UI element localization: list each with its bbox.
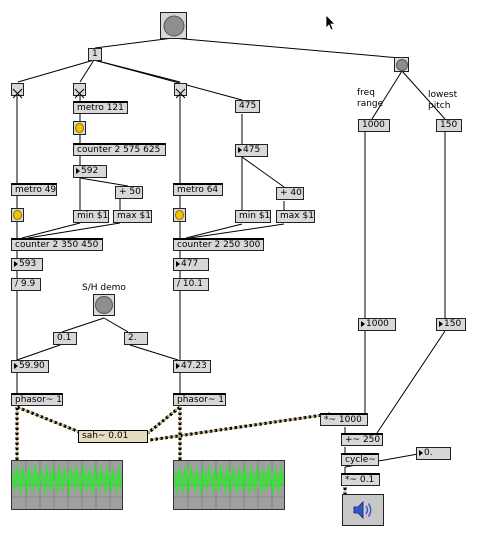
message-1[interactable]: 1 bbox=[88, 48, 102, 61]
number-59-90-value: 59.90 bbox=[19, 361, 45, 371]
scope-right[interactable] bbox=[173, 460, 285, 510]
led-ball bbox=[75, 123, 84, 133]
metro-64[interactable]: metro 64 bbox=[173, 183, 223, 196]
message-475[interactable]: 475 bbox=[235, 100, 260, 113]
number-0-value: 0. bbox=[424, 448, 433, 458]
toggle-left[interactable] bbox=[11, 83, 24, 99]
mul-0-1[interactable]: *~ 0.1 bbox=[341, 473, 380, 486]
max-left[interactable]: max $1 bbox=[113, 210, 152, 223]
phasor-right[interactable]: phasor~ 1 bbox=[173, 393, 226, 406]
number-triangle-icon bbox=[176, 362, 180, 369]
number-593[interactable]: 593 bbox=[11, 258, 43, 271]
number-triangle-icon bbox=[439, 320, 443, 327]
number-triangle-icon bbox=[238, 146, 242, 153]
counter-350[interactable]: counter 2 350 450 bbox=[11, 238, 103, 251]
counter-575[interactable]: counter 2 575 625 bbox=[73, 143, 166, 156]
counter-250[interactable]: counter 2 250 300 bbox=[173, 238, 264, 251]
number-475-value: 475 bbox=[243, 145, 261, 155]
metro-49[interactable]: metro 49 bbox=[11, 183, 57, 196]
number-477[interactable]: 477 bbox=[173, 258, 209, 271]
led-ball bbox=[13, 210, 22, 220]
number-0[interactable]: 0. bbox=[416, 447, 451, 460]
speaker-icon bbox=[343, 495, 383, 525]
plus-250[interactable]: +~ 250 bbox=[341, 433, 383, 446]
min-right[interactable]: min $1 bbox=[235, 210, 271, 223]
number-1000[interactable]: 1000 bbox=[358, 318, 396, 331]
lowest-pitch-label: lowest pitch bbox=[428, 90, 458, 111]
bang-dot bbox=[95, 296, 113, 314]
toggle-right[interactable] bbox=[174, 83, 187, 99]
number-triangle-icon bbox=[361, 320, 365, 327]
plus-50[interactable]: + 50 bbox=[115, 186, 143, 199]
led-right[interactable] bbox=[173, 208, 186, 222]
sah-object[interactable]: sah~ 0.01 bbox=[78, 430, 148, 443]
metro-121[interactable]: metro 121 bbox=[73, 101, 128, 114]
message-2[interactable]: 2. bbox=[124, 332, 148, 345]
mul-1000[interactable]: *~ 1000 bbox=[320, 413, 368, 426]
divide-9-9[interactable]: / 9.9 bbox=[11, 278, 41, 291]
number-triangle-icon bbox=[14, 260, 18, 267]
number-477-value: 477 bbox=[181, 259, 199, 269]
scope-left[interactable] bbox=[11, 460, 123, 510]
max-right[interactable]: max $1 bbox=[276, 210, 315, 223]
number-592[interactable]: 592 bbox=[73, 165, 107, 178]
led-left[interactable] bbox=[11, 208, 24, 222]
message-0-1[interactable]: 0.1 bbox=[53, 332, 77, 345]
scope-right-display bbox=[174, 461, 284, 509]
scope-left-display bbox=[12, 461, 122, 509]
number-1000-value: 1000 bbox=[366, 319, 389, 329]
number-593-value: 593 bbox=[19, 259, 37, 269]
number-150-value: 150 bbox=[444, 319, 462, 329]
toggle-middle[interactable] bbox=[73, 83, 86, 99]
number-triangle-icon bbox=[14, 362, 18, 369]
sh-bang-button[interactable] bbox=[93, 294, 115, 316]
main-bang-button[interactable] bbox=[160, 12, 187, 39]
led-ball bbox=[175, 210, 184, 220]
bang-dot-small bbox=[395, 58, 408, 71]
number-47-23-value: 47.23 bbox=[181, 361, 207, 371]
number-59-90[interactable]: 59.90 bbox=[11, 360, 49, 373]
number-475[interactable]: 475 bbox=[235, 144, 268, 157]
message-1000[interactable]: 1000 bbox=[358, 119, 390, 132]
message-150[interactable]: 150 bbox=[436, 119, 462, 132]
number-triangle-icon bbox=[176, 260, 180, 267]
number-47-23[interactable]: 47.23 bbox=[173, 360, 211, 373]
sh-demo-label: S/H demo bbox=[82, 283, 126, 293]
min-left[interactable]: min $1 bbox=[73, 210, 109, 223]
number-592-value: 592 bbox=[81, 166, 99, 176]
toggle-x-icon bbox=[175, 88, 186, 99]
led-middle[interactable] bbox=[73, 121, 86, 135]
plus-40[interactable]: + 40 bbox=[276, 187, 304, 200]
divide-10-1[interactable]: / 10.1 bbox=[173, 278, 209, 291]
phasor-left[interactable]: phasor~ 1 bbox=[11, 393, 63, 406]
toggle-x-icon bbox=[74, 88, 85, 99]
dac-speaker[interactable] bbox=[342, 494, 384, 526]
bang-dot bbox=[163, 15, 184, 36]
number-triangle-icon bbox=[76, 167, 80, 174]
toggle-x-icon bbox=[12, 88, 23, 99]
freq-range-label: freq range bbox=[357, 88, 384, 109]
number-150[interactable]: 150 bbox=[436, 318, 466, 331]
cursor-arrow-icon bbox=[325, 14, 336, 31]
cycle-object[interactable]: cycle~ bbox=[341, 453, 379, 466]
number-triangle-icon bbox=[419, 449, 423, 456]
freq-bang-button[interactable] bbox=[394, 57, 409, 72]
